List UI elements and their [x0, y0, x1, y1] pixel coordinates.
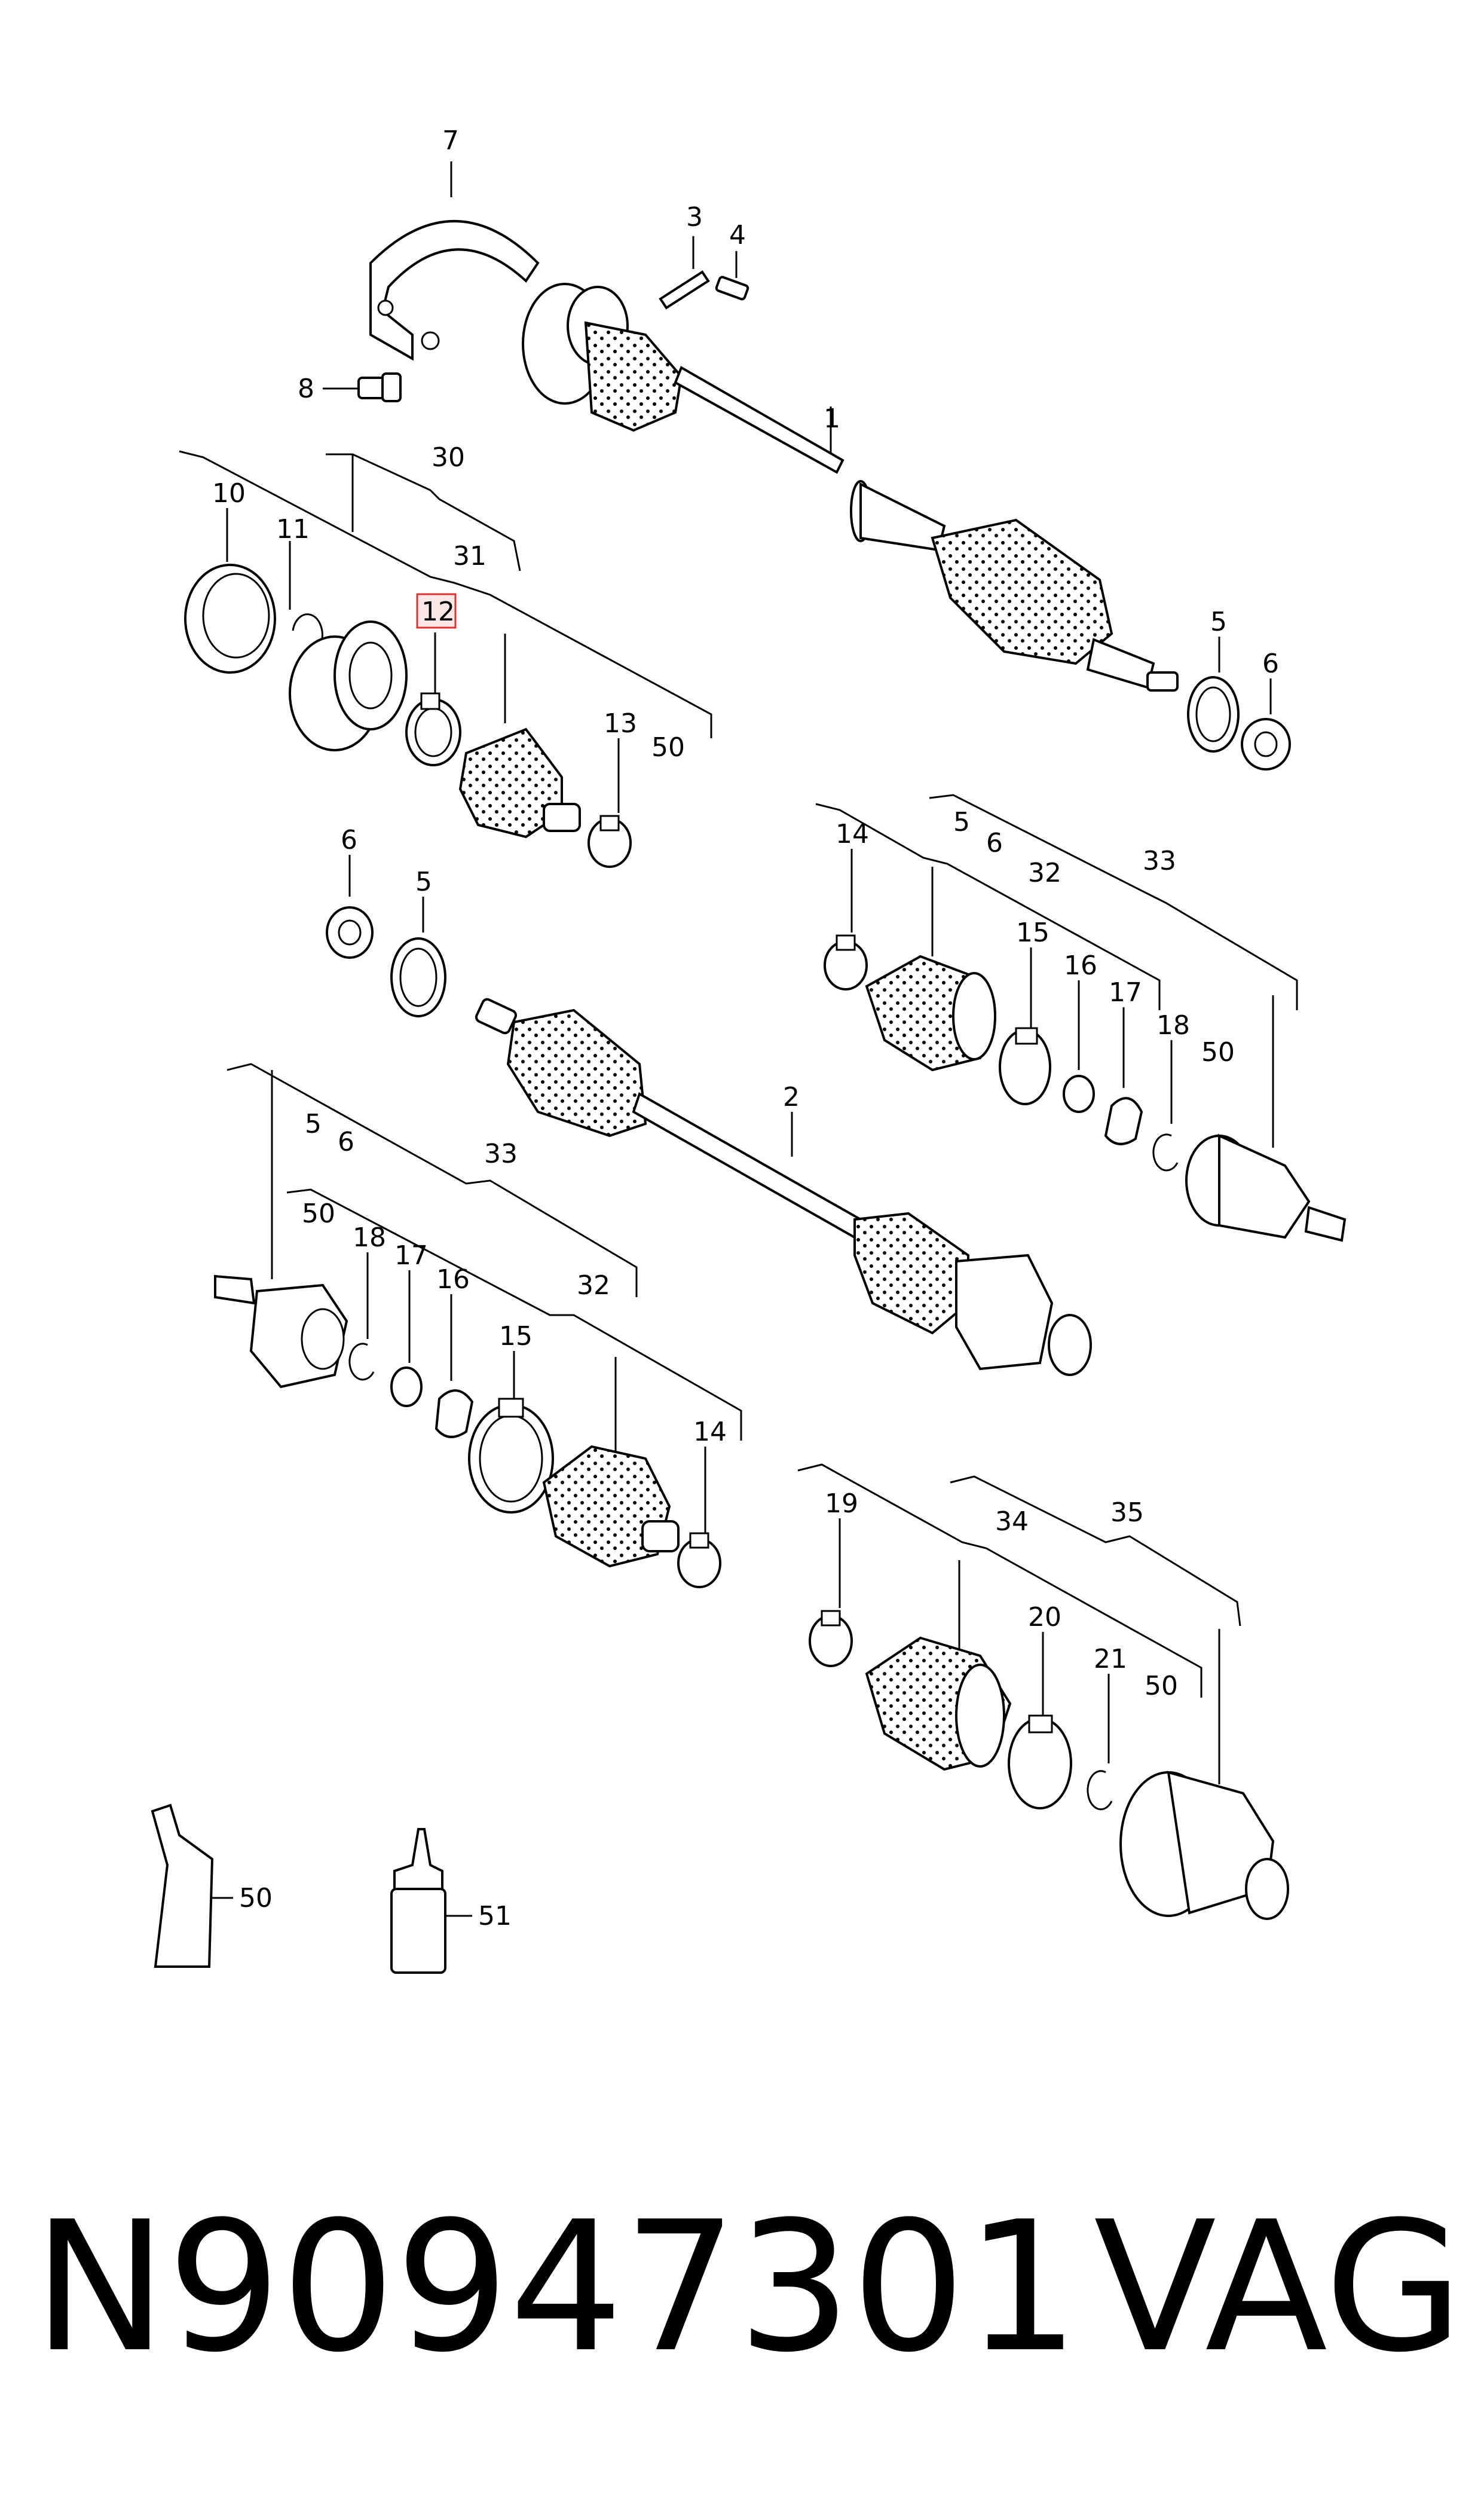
boot-part-32-left [542, 1445, 680, 1568]
callout-19: 19 [825, 1488, 858, 1519]
washer-part-16-right [1063, 980, 1095, 1113]
callout-35: 35 [1110, 1497, 1144, 1528]
callout-2: 2 [783, 1082, 800, 1112]
clamp-part-15-left [468, 1351, 554, 1514]
callout-12: 12 [421, 597, 455, 627]
callout-4: 4 [729, 220, 746, 250]
boot-part-34 [865, 1636, 1012, 1771]
bolt-part-8 [323, 372, 402, 402]
callout-50-right: 50 [1201, 1037, 1235, 1068]
clamp-part-19 [809, 1518, 853, 1667]
clamp-part-12 [405, 632, 461, 766]
bracket-lines-32-33 [815, 794, 1298, 1148]
callout-14-left: 14 [693, 1417, 727, 1447]
ring-part-10 [184, 508, 276, 674]
drive-shaft-part-2 [475, 998, 1092, 1376]
joint-part-30 [289, 620, 408, 751]
callout-31: 31 [453, 541, 486, 571]
callout-32-left: 32 [577, 1270, 610, 1301]
callout-16-left: 16 [436, 1264, 470, 1295]
callout-50-upper: 50 [651, 732, 685, 763]
callout-8: 8 [298, 374, 314, 404]
callout-33-right: 33 [1143, 846, 1176, 876]
callout-18-left: 18 [353, 1222, 386, 1253]
callout-17-left: 17 [394, 1240, 428, 1271]
callout-14-right: 14 [836, 819, 869, 849]
grease-tube-part-50 [151, 1803, 233, 1968]
callout-50-left: 50 [302, 1199, 335, 1229]
callout-5-left: 5 [305, 1109, 322, 1139]
callout-15-left: 15 [499, 1321, 533, 1352]
callout-3: 3 [686, 202, 703, 233]
bracket-lines-lower-left [227, 1063, 742, 1465]
clamp-part-13 [588, 738, 632, 868]
callout-50-tube: 50 [239, 1883, 273, 1913]
callout-7: 7 [442, 126, 459, 156]
washer-part-17-left [390, 1270, 423, 1407]
screw-part-4 [715, 251, 749, 301]
joint-part-33-left [214, 1274, 348, 1389]
callout-18-right: 18 [1156, 1010, 1190, 1041]
joint-part-35 [1119, 1771, 1289, 1920]
circlip-part-18-left [348, 1252, 375, 1381]
nut-part-6-upper [1241, 678, 1291, 771]
callout-labels: 7 3 4 8 1 30 31 10 11 12 13 50 5 6 6 5 1… [212, 126, 1279, 1931]
circlip-part-21 [1087, 1674, 1113, 1811]
callout-50-lower: 50 [1145, 1671, 1178, 1701]
bracket-lines-lower-right [797, 1463, 1241, 1784]
callout-34: 34 [995, 1506, 1029, 1537]
clamp-part-15-right [999, 947, 1051, 1105]
brand-name: VAG [1094, 2183, 1463, 2392]
callout-32-right: 32 [1028, 858, 1061, 888]
joint-part-33-right [1185, 1133, 1347, 1242]
callout-21: 21 [1094, 1644, 1127, 1674]
boot-part-32-right [865, 955, 996, 1072]
callout-6-left: 6 [338, 1127, 354, 1157]
circlip-part-11 [289, 541, 323, 658]
bottle-part-51 [390, 1828, 472, 1974]
callout-17-right: 17 [1109, 977, 1142, 1008]
part-number: N90947301 [33, 2183, 1079, 2392]
callout-6-mid: 6 [341, 825, 357, 855]
callout-1: 1 [824, 403, 840, 434]
callout-11: 11 [276, 514, 310, 545]
cap-part-16-left [435, 1294, 474, 1438]
boot-part-31 [458, 727, 581, 839]
cap-part-17-right [1104, 1007, 1143, 1145]
callout-6-right: 6 [986, 828, 1003, 858]
callout-5-right: 5 [953, 807, 970, 837]
callout-13: 13 [604, 708, 637, 739]
heat-shield-part-7 [369, 161, 540, 361]
circlip-part-18-right [1152, 1040, 1179, 1172]
callout-10: 10 [212, 478, 246, 509]
ring-part-5-mid [390, 897, 446, 1017]
ring-part-5-upper [1187, 637, 1240, 753]
callout-30: 30 [432, 442, 465, 473]
clamp-part-14-left [677, 1447, 721, 1588]
drive-shaft-part-1 [522, 283, 1179, 692]
bracket-lines-30-31 [179, 450, 712, 738]
callout-5-upper: 5 [1210, 607, 1227, 637]
callout-20: 20 [1028, 1602, 1061, 1633]
clamp-part-20 [1008, 1632, 1072, 1809]
nut-part-6-mid [326, 855, 374, 959]
callout-33-left: 33 [484, 1139, 518, 1169]
callout-51: 51 [478, 1901, 512, 1931]
clamp-part-14-right [824, 849, 868, 990]
callout-15-right: 15 [1016, 918, 1049, 948]
callout-5-mid: 5 [415, 867, 432, 897]
highlight-box-12 [416, 593, 457, 629]
clip-part-3 [659, 236, 710, 310]
callout-16-right: 16 [1064, 950, 1097, 981]
callout-6-upper: 6 [1262, 649, 1279, 679]
